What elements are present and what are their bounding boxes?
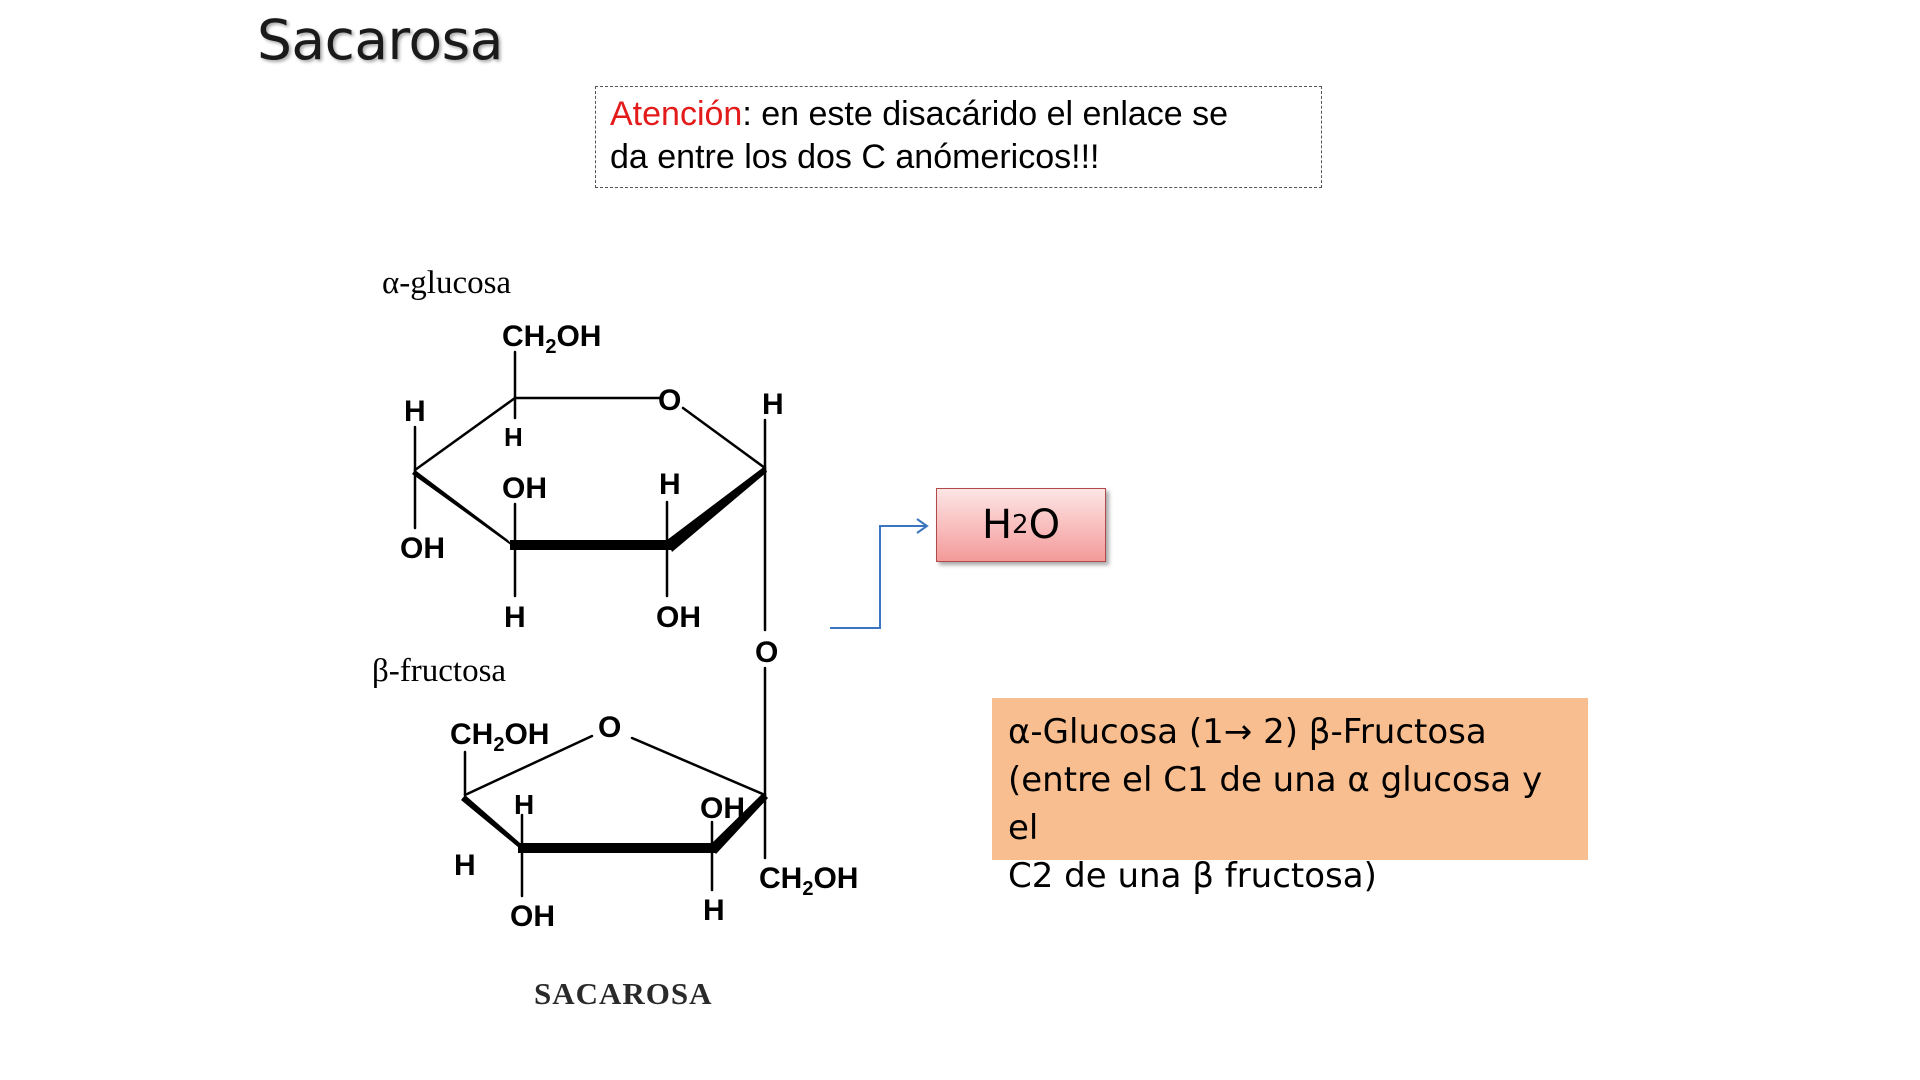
glucose-ch2oh: CH2OH — [502, 320, 601, 358]
note-text-line1: : en este disacárido el enlace se — [742, 95, 1229, 133]
fructose-bond-c5-o — [463, 734, 594, 797]
fructose-bond-o-c2 — [630, 736, 767, 797]
fructose-ch2oh-right: CH2OH — [759, 862, 858, 900]
fructose-ring-oxygen: O — [598, 711, 621, 744]
fructose-wedge-c5-c4 — [461, 795, 524, 852]
bond-line2: (entre el C1 de una α glucosa y el — [1008, 760, 1543, 848]
glycosidic-bond-description: α-Glucosa (1→ 2) β-Fructosa (entre el C1… — [992, 698, 1588, 896]
fructose-ch2oh-left: CH2OH — [450, 718, 549, 756]
glucose-h-top-left: H — [404, 395, 426, 428]
bond-line1: α-Glucosa (1→ 2) β-Fructosa — [1008, 712, 1487, 752]
structure-name: SACAROSA — [534, 976, 713, 1011]
fructose-h-c5: H — [514, 789, 534, 820]
glucose-h-anomeric: H — [762, 388, 784, 421]
glucose-oh-c4-left: OH — [400, 532, 445, 565]
water-h: H — [981, 502, 1013, 548]
glucose-oh-c3-upper: OH — [502, 472, 547, 505]
glucose-bold-c3-c2 — [510, 540, 672, 550]
glucose-h-c3-lower: H — [504, 601, 526, 634]
fructose-wedge-c3-c2 — [710, 793, 768, 854]
water-release-arrowhead — [916, 518, 929, 534]
attention-word: Atención — [610, 95, 743, 133]
page-title: Sacarosa — [257, 8, 503, 72]
bridge-oxygen: O — [755, 636, 778, 669]
fructose-oh-bottom: OH — [510, 900, 555, 933]
water-subscript: 2 — [1012, 510, 1029, 540]
glucose-h-c5: H — [504, 422, 523, 452]
water-o: O — [1028, 502, 1061, 548]
bond-line3: C2 de una β fructosa) — [1008, 856, 1377, 896]
glucose-wedge-c4-c3 — [412, 470, 515, 548]
fructose-label: β-fructosa — [372, 653, 506, 689]
glucose-bond-o-c1 — [681, 406, 767, 470]
fructose-h-bottom: H — [703, 894, 725, 927]
fructose-h-left: H — [454, 849, 476, 882]
water-release-arrow — [830, 525, 926, 629]
glucose-bond-c5-c4 — [413, 396, 517, 472]
glucose-label: α-glucosa — [382, 265, 511, 301]
glucose-oh-c2-lower: OH — [656, 601, 701, 634]
note-text-line2: da entre los dos C anómericos!!! — [610, 138, 1100, 176]
fructose-bold-c4-c3 — [518, 843, 716, 853]
attention-note: Atención: en este disacárido el enlace s… — [595, 86, 1322, 188]
glucose-ring-oxygen: O — [658, 384, 681, 417]
glucose-wedge-c2-c1 — [667, 466, 767, 552]
fructose-oh-c3: OH — [700, 792, 745, 825]
glucose-h-c2-upper: H — [659, 468, 681, 501]
